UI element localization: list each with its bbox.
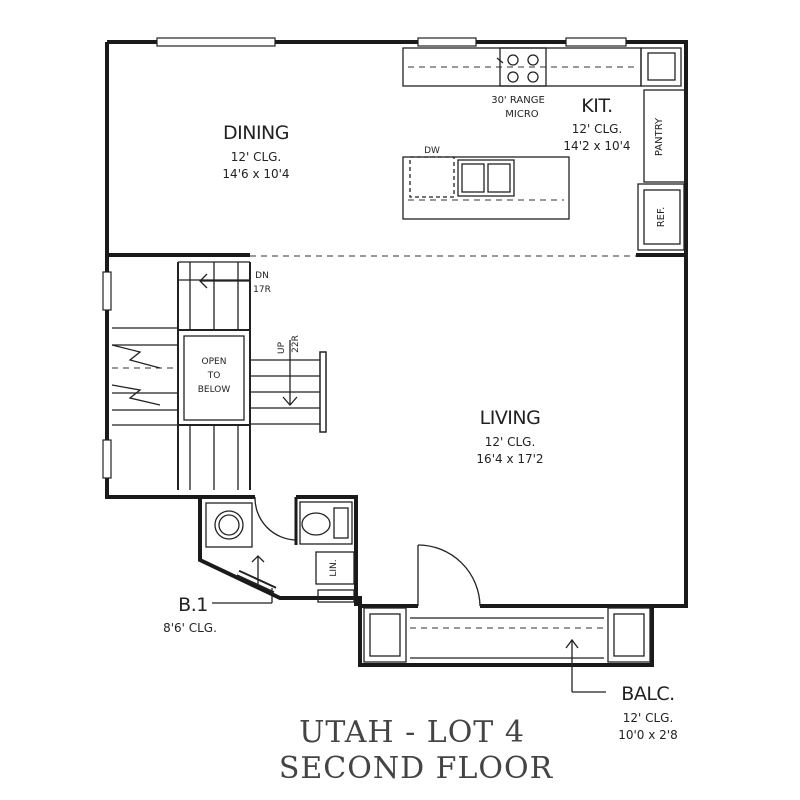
dining-size: 14'6 x 10'4 <box>222 167 289 181</box>
kitchen-cabinets <box>402 47 687 251</box>
kitchen-ceiling: 12' CLG. <box>572 122 623 136</box>
pantry <box>637 89 687 251</box>
kitchen-size: 14'2 x 10'4 <box>563 139 630 153</box>
kitchen-name: KIT. <box>581 95 612 117</box>
stair-up-risers: 22R <box>291 335 301 353</box>
ref-label: REF. <box>656 207 667 228</box>
stair-up-label: UP <box>277 341 287 354</box>
bathroom-fixtures <box>205 496 355 603</box>
bath-name: B.1 <box>178 594 208 616</box>
dw-label: DW <box>424 146 440 156</box>
kitchen-island <box>402 156 570 220</box>
living-size: 16'4 x 17'2 <box>476 452 543 466</box>
plan-title: UTAH - LOT 4 <box>299 715 525 750</box>
open-to-below-line3: BELOW <box>198 385 231 395</box>
dining-ceiling: 12' CLG. <box>231 150 282 164</box>
staircase <box>111 261 327 490</box>
plan-subtitle: SECOND FLOOR <box>279 751 554 786</box>
dining-name: DINING <box>223 122 289 144</box>
stair-down-label: DN <box>255 271 269 281</box>
linen-label: LIN. <box>329 559 339 576</box>
living-name: LIVING <box>480 407 541 429</box>
interior-walls <box>107 253 686 606</box>
micro-label: MICRO <box>505 109 539 120</box>
stair-down-risers: 17R <box>253 285 271 295</box>
balcony-size: 10'0 x 2'8 <box>618 728 678 742</box>
exterior-walls <box>102 37 688 667</box>
open-to-below-line2: TO <box>207 371 221 381</box>
range-icon <box>496 47 547 87</box>
bath-ceiling: 8'6' CLG. <box>163 621 217 635</box>
living-ceiling: 12' CLG. <box>485 435 536 449</box>
balcony-ceiling: 12' CLG. <box>623 711 674 725</box>
balcony <box>212 544 651 693</box>
balcony-name: BALC. <box>621 683 674 705</box>
pantry-label: PANTRY <box>654 117 665 156</box>
range-label: 30' RANGE <box>491 95 545 106</box>
open-to-below-line1: OPEN <box>202 357 227 367</box>
